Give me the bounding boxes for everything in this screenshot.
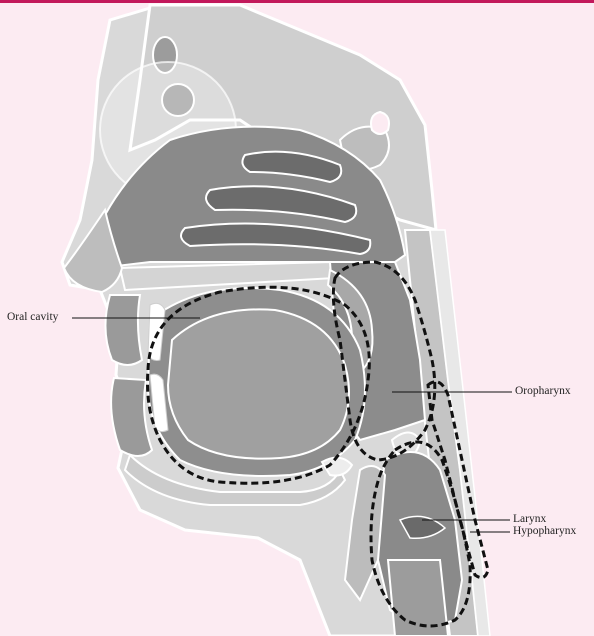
upper-lip [105, 295, 142, 365]
larynx-label: Larynx [513, 514, 546, 526]
hypopharynx-label: Hypopharynx [513, 526, 576, 538]
top-rule [0, 0, 594, 3]
trachea [388, 560, 448, 636]
sella-turcica [371, 112, 389, 134]
tongue-dorsum [168, 309, 349, 458]
oral-cavity-label: Oral cavity [7, 312, 58, 324]
oropharynx-label: Oropharynx [515, 386, 571, 398]
